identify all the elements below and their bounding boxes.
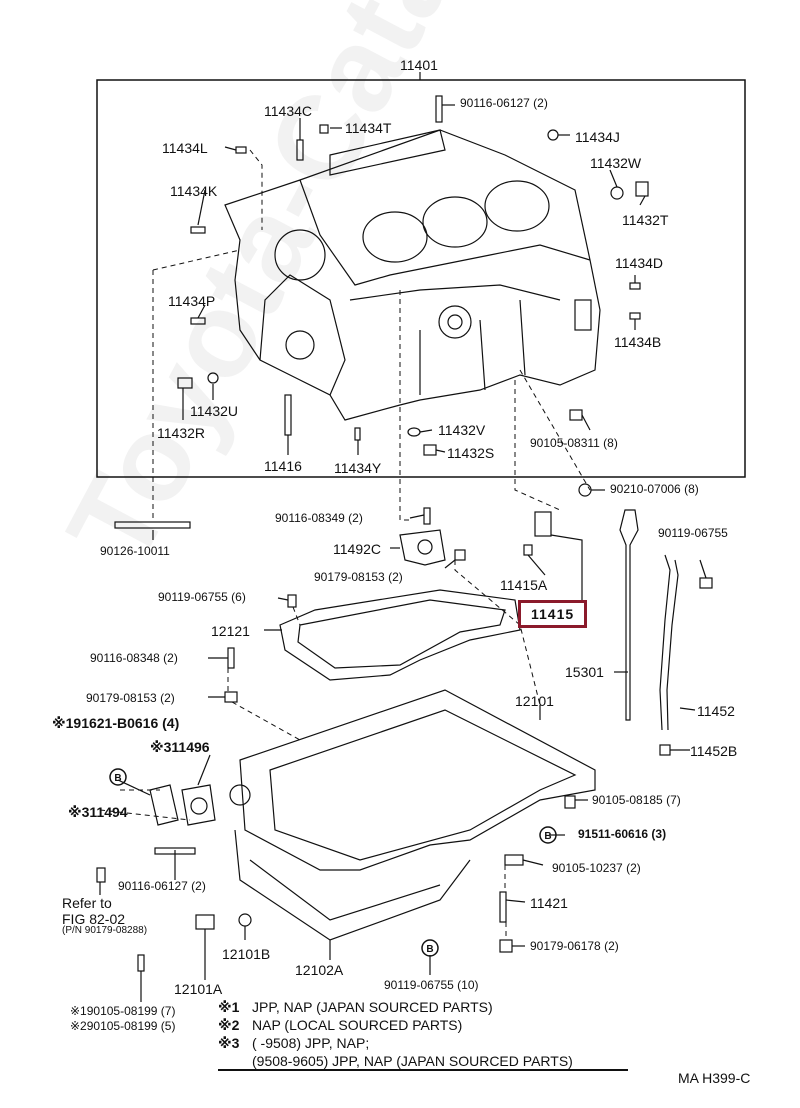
label-12121: 12121 — [211, 623, 250, 639]
label-91621-b0616-text: 91621-B0616 (4) — [73, 715, 180, 731]
label-11434B: 11434B — [614, 334, 662, 350]
legend-sym-3: ※3 — [218, 1035, 240, 1051]
label-90210-07006: 90210-07006 (8) — [610, 482, 699, 496]
bracket-11496-drawing — [181, 784, 216, 826]
label-11415A: 11415A — [500, 577, 548, 593]
dipstick-guide-drawing — [659, 554, 679, 731]
label-11496: ※311496 — [150, 740, 210, 754]
label-90116-06127-top: 90116-06127 (2) — [460, 96, 548, 110]
label-90105-08199-1-text: 90105-08199 (7) — [86, 1004, 176, 1018]
label-12101: 12101 — [515, 693, 554, 709]
label-11494: ※311494 — [68, 805, 128, 819]
gasket-11492c-drawing — [399, 529, 446, 566]
label-90105-08311: 90105-08311 (8) — [530, 436, 618, 450]
label-90179-06178: 90179-06178 (2) — [530, 939, 619, 953]
stud-90126-drawing — [114, 521, 191, 529]
label-11492C: 11492C — [333, 541, 382, 557]
label-91511-60616: 91511-60616 (3) — [578, 827, 667, 841]
label-90116-08348: 90116-08348 (2) — [90, 651, 178, 665]
legend-notes: ※1 JPP, NAP (JAPAN SOURCED PARTS) ※2 NAP (… — [218, 998, 573, 1070]
legend-row-3: ※3 ( -9508) JPP, NAP; — [218, 1034, 573, 1052]
star3-mark: ※3 — [150, 739, 172, 755]
label-90119-06755-6: 90119-06755 (6) — [158, 590, 246, 604]
label-11452B: 11452B — [690, 743, 738, 759]
label-11434K: 11434K — [170, 183, 218, 199]
star2-mark: ※2 — [70, 1019, 87, 1033]
label-11434Y: 11434Y — [334, 460, 382, 476]
cylinder-block-drawing — [224, 129, 601, 421]
label-11434D: 11434D — [615, 255, 664, 271]
label-90105-10237: 90105-10237 (2) — [552, 861, 641, 875]
b-marker-1: B — [114, 773, 121, 784]
b-marker-3: B — [426, 944, 433, 955]
dipstick-drawing — [619, 509, 639, 721]
label-12101B: 12101B — [222, 946, 271, 962]
label-11432R: 11432R — [157, 425, 206, 441]
oil-pan-gasket-drawing — [279, 589, 521, 681]
label-11434T: 11434T — [345, 120, 392, 136]
legend-sym-2: ※2 — [218, 1017, 240, 1033]
label-11434L: 11434L — [162, 140, 208, 156]
oil-pan-drawing — [229, 689, 596, 941]
legend-text-3: ( -9508) JPP, NAP; — [252, 1035, 370, 1051]
legend-text-1: JPP, NAP (JAPAN SOURCED PARTS) — [252, 999, 493, 1015]
highlighted-part-11415[interactable]: 11415 — [518, 600, 588, 628]
legend-row-4: (9508-9605) JPP, NAP (JAPAN SOURCED PART… — [218, 1052, 573, 1070]
label-12101A: 12101A — [174, 981, 223, 997]
star1-mark: ※1 — [52, 715, 74, 731]
label-90105-08185: 90105-08185 (7) — [592, 793, 681, 807]
label-11432S: 11432S — [447, 445, 495, 461]
label-11432U: 11432U — [190, 403, 239, 419]
label-90119-06755-right: 90119-06755 — [658, 526, 728, 540]
legend-row-2: ※2 NAP (LOCAL SOURCED PARTS) — [218, 1016, 573, 1034]
label-11496-text: 11496 — [171, 739, 210, 755]
label-refer-to: Refer to — [62, 895, 112, 911]
legend-text-2: NAP (LOCAL SOURCED PARTS) — [252, 1017, 463, 1033]
label-11416: 11416 — [264, 458, 302, 474]
label-11432V: 11432V — [438, 422, 486, 438]
label-91621-b0616: ※191621-B0616 (4) — [52, 716, 179, 730]
label-11434J: 11434J — [575, 129, 620, 145]
label-11432W: 11432W — [590, 155, 642, 171]
label-pn-90179-08288: (P/N 90179-08288) — [62, 925, 148, 936]
label-11452: 11452 — [697, 703, 735, 719]
label-90105-08199-2: ※290105-08199 (5) — [70, 1020, 175, 1032]
label-90116-06127-bot: 90116-06127 (2) — [118, 879, 206, 893]
label-11434P: 11434P — [168, 293, 216, 309]
label-90179-08153-b: 90179-08153 (2) — [86, 691, 175, 705]
label-90105-08199-2-text: 90105-08199 (5) — [86, 1019, 176, 1033]
block-frame — [96, 79, 746, 478]
b-markers — [109, 768, 557, 957]
b-marker-2: B — [544, 831, 551, 842]
plate-11494-drawing — [149, 784, 179, 826]
star3-mark-2: ※3 — [68, 804, 90, 820]
label-90105-08199-1: ※190105-08199 (7) — [70, 1005, 175, 1017]
legend-text-4: (9508-9605) JPP, NAP (JAPAN SOURCED PART… — [252, 1053, 573, 1069]
label-fig-82-02[interactable]: FIG 82-02 — [62, 911, 126, 927]
legend-sym-1: ※1 — [218, 999, 240, 1015]
label-90116-08349: 90116-08349 (2) — [275, 511, 363, 525]
label-12102A: 12102A — [295, 962, 344, 978]
label-90126-10011: 90126-10011 — [100, 544, 170, 558]
label-11421: 11421 — [530, 895, 568, 911]
label-11434C: 11434C — [264, 103, 313, 119]
label-11432T: 11432T — [622, 212, 669, 228]
label-15301: 15301 — [565, 664, 604, 680]
label-11401: 11401 — [400, 57, 438, 73]
star1-mark-2: ※1 — [70, 1004, 87, 1018]
label-11494-text: 11494 — [89, 804, 128, 820]
legend-row-1: ※1 JPP, NAP (JAPAN SOURCED PARTS) — [218, 998, 573, 1016]
footer-code: MA H399-C — [678, 1070, 751, 1086]
label-90179-08153-a: 90179-08153 (2) — [314, 570, 403, 584]
label-90119-06755-10: 90119-06755 (10) — [384, 978, 479, 992]
